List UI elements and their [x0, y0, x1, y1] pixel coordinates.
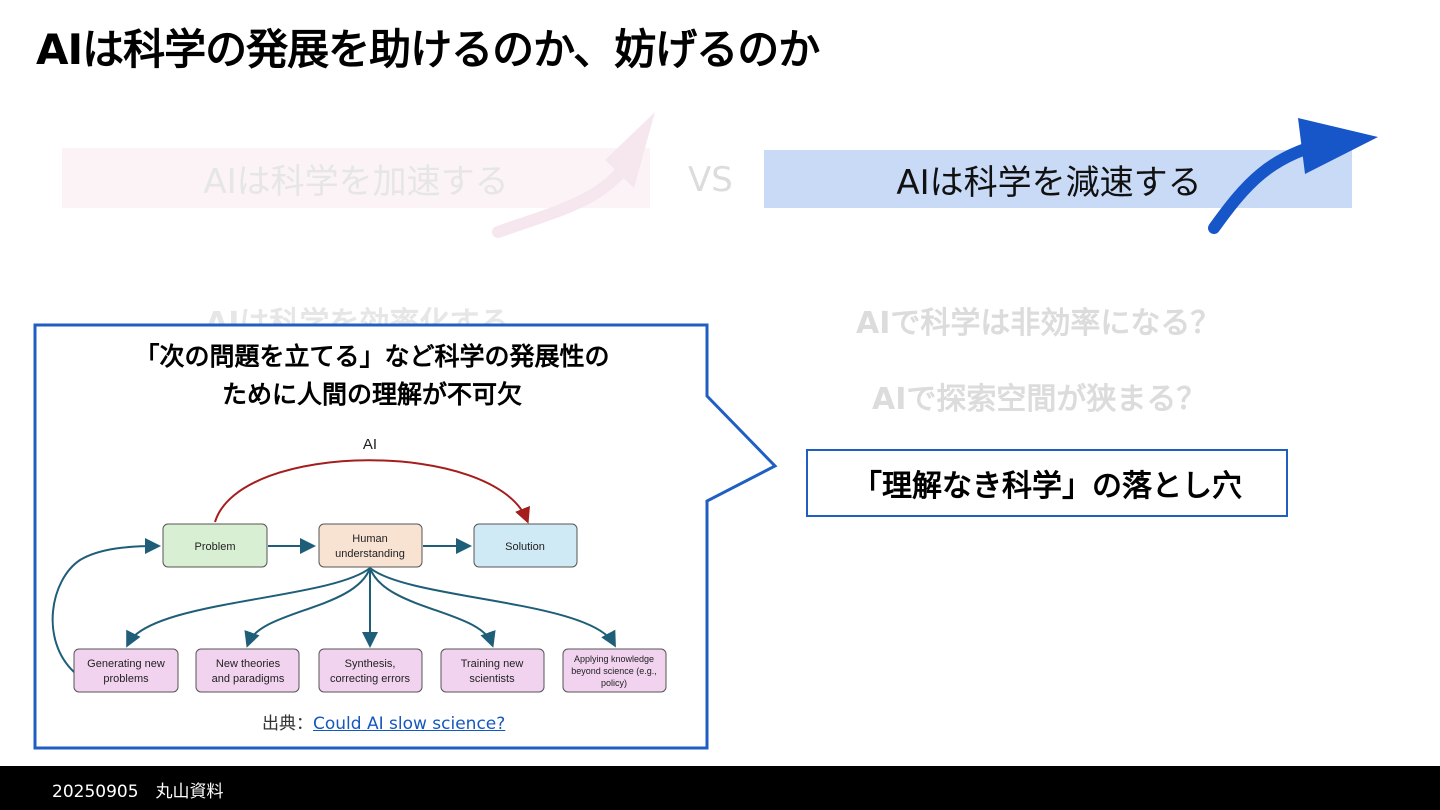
outcome-node-1: [73, 648, 179, 693]
outcome-node-2: [195, 648, 300, 693]
accelerate-label: AIは科学を加速する: [203, 161, 509, 202]
vs-label: VS: [688, 160, 733, 200]
callout-heading-line2: ために人間の理解が不可欠: [221, 380, 522, 409]
citation-link[interactable]: Could AI slow science?: [313, 714, 506, 734]
diagram-shape-14: [244, 567, 371, 648]
diagram-text-13: Applying knowledge: [574, 654, 654, 664]
decelerate-label: AIは科学を減速する: [896, 162, 1202, 203]
human-label-line2: understanding: [335, 548, 405, 560]
callout-heading: 「次の問題を立てる」など科学の発展性の ために人間の理解が不可欠: [40, 338, 704, 414]
footer-bar: [0, 766, 1440, 810]
diagram-text-6: problems: [103, 673, 149, 685]
diagram-text-10: correcting errors: [330, 673, 411, 685]
citation-prefix: 出典：: [262, 714, 313, 734]
solution-label: Solution: [505, 541, 545, 553]
diagram-text-5: Generating new: [87, 658, 165, 670]
inefficiency-question: AIで科学は非効率になる？: [856, 306, 1221, 341]
diagram-shape-13: [126, 567, 371, 648]
ai-label: AI: [363, 436, 377, 453]
diagram-text-7: New theories: [216, 658, 281, 670]
callout-heading-line1: 「次の問題を立てる」など科学の発展性の: [134, 342, 610, 371]
diagram-text-15: policy): [601, 678, 627, 688]
problem-node: [162, 523, 268, 568]
diagram-shape-18: [51, 538, 161, 673]
slide-title: AIは科学の発展を助けるのか、妨げるのか: [36, 25, 820, 74]
diagram-shape-17: [369, 567, 616, 648]
diagram-shape-16: [369, 567, 496, 648]
diagram-text-11: Training new: [461, 658, 524, 670]
pitfall-box: 「理解なき科学」の落とし穴: [806, 449, 1288, 517]
diagram-text-9: Synthesis,: [345, 658, 396, 670]
outcome-node-3: [318, 648, 423, 693]
ai-arrow: [214, 459, 530, 524]
diagram-text-14: beyond science (e.g.,: [571, 666, 657, 676]
outcome-node-5: [562, 648, 667, 693]
human-understanding-node: [318, 523, 423, 568]
human-label-line1: Human: [352, 533, 387, 545]
narrow-search-question: AIで探索空間が狭まる？: [872, 382, 1207, 417]
efficiency-label: AIは科学を効率化する: [205, 306, 510, 341]
diagram-text-12: scientists: [469, 673, 515, 685]
understanding-diagram: AI Problem Human understanding Solution …: [51, 436, 667, 693]
outcome-node-4: [440, 648, 545, 693]
footer-text: 20250905 丸山資料: [52, 782, 224, 802]
diagram-text-8: and paradigms: [212, 673, 285, 685]
solution-node: [473, 523, 578, 568]
problem-label: Problem: [195, 541, 236, 553]
citation: 出典：Could AI slow science?: [262, 709, 505, 734]
